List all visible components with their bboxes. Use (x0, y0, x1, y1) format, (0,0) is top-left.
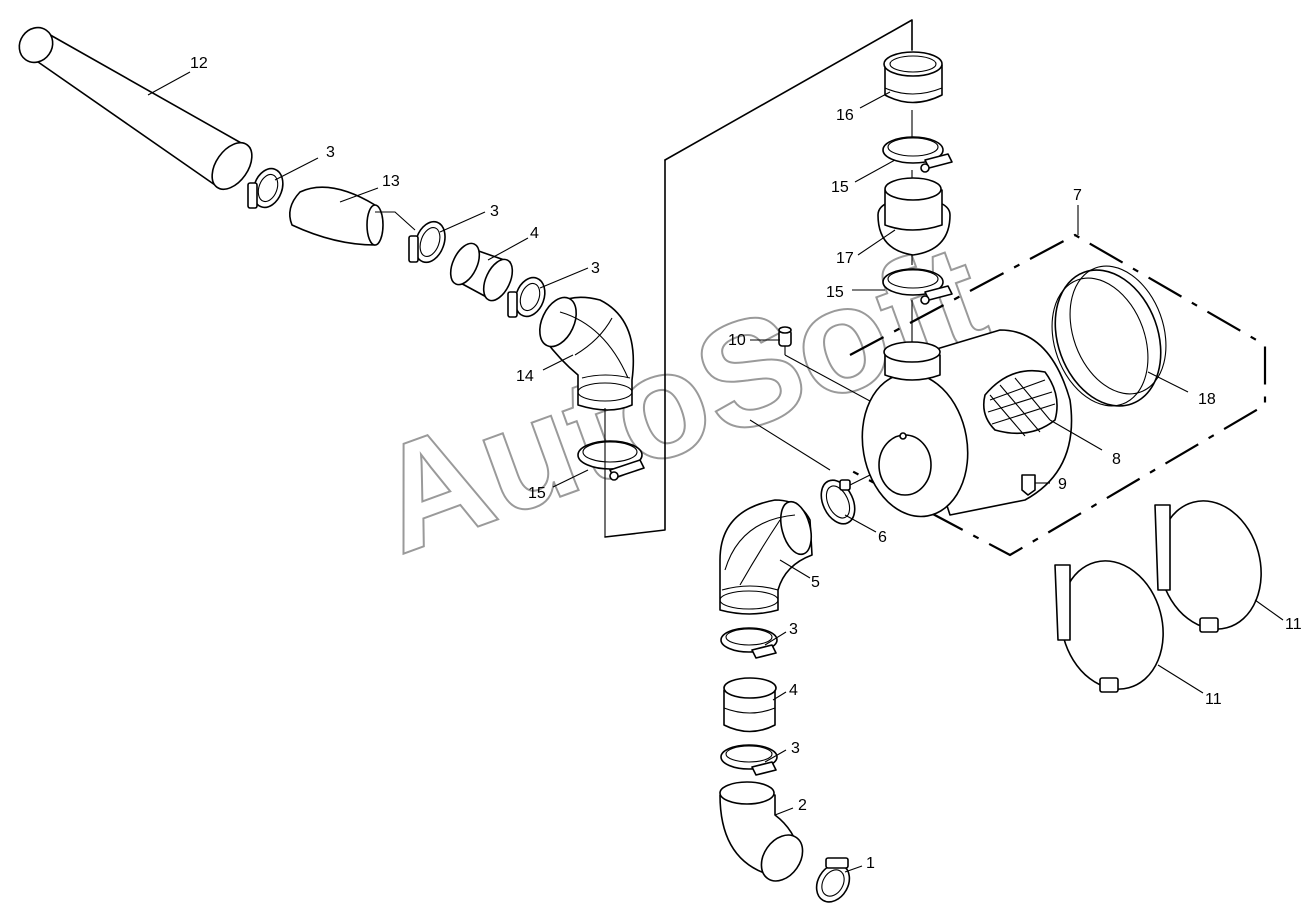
callout-10: 10 (728, 332, 746, 349)
callout-14: 14 (516, 368, 534, 385)
callout-9: 9 (1058, 476, 1067, 493)
callout-11: 11 (1205, 691, 1222, 708)
part-3-clamp-d (720, 627, 778, 659)
part-14-elbow (539, 296, 635, 411)
part-8-element-grid (982, 369, 1058, 437)
part-4-coupler-b (723, 677, 777, 733)
callout-3: 3 (791, 740, 800, 757)
callout-labels: 12 3 13 3 4 3 14 15 16 15 17 15 10 7 18 … (190, 55, 1302, 872)
callout-5: 5 (811, 574, 820, 591)
callout-3: 3 (490, 203, 499, 220)
callout-18: 18 (1198, 391, 1216, 408)
part-3-clamp-a (247, 167, 284, 209)
callout-15: 15 (831, 179, 849, 196)
part-9-valve (1021, 474, 1036, 496)
callout-3: 3 (326, 144, 335, 161)
callout-8: 8 (1112, 451, 1121, 468)
part-15-clamp-c (882, 268, 953, 305)
part-11-bracket-a (1154, 500, 1262, 633)
part-15-clamp-a (577, 440, 645, 481)
part-5-elbow (719, 499, 813, 615)
callout-15: 15 (528, 485, 546, 502)
part-3-clamp-e (720, 744, 778, 776)
callout-11: 11 (1285, 616, 1302, 633)
part-11-bracket-b (1054, 560, 1164, 693)
part-13-hose-elbow (289, 186, 416, 246)
part-1-clamp (815, 857, 851, 903)
callout-12: 12 (190, 55, 208, 72)
callout-3: 3 (789, 621, 798, 638)
callout-1: 1 (866, 855, 875, 872)
callout-16: 16 (836, 107, 854, 124)
part-18-cover (1051, 265, 1167, 407)
callout-4: 4 (789, 682, 798, 699)
part-3-clamp-b (408, 220, 446, 264)
leader-lines (147, 71, 1284, 873)
part-17-prefilter (877, 177, 951, 256)
part-6-clamp (820, 479, 856, 525)
callout-15: 15 (826, 284, 844, 301)
part-15-clamp-b (882, 136, 953, 173)
callout-2: 2 (798, 797, 807, 814)
connection-lines (604, 19, 913, 538)
callout-4: 4 (530, 225, 539, 242)
part-16-cap (883, 51, 943, 104)
part-3-clamp-c (507, 276, 546, 318)
callout-7: 7 (1073, 187, 1082, 204)
part-4-coupler-a (449, 242, 514, 302)
part-10-indicator (778, 326, 792, 347)
callout-6: 6 (878, 529, 887, 546)
callout-3: 3 (591, 260, 600, 277)
callout-17: 17 (836, 250, 854, 267)
part-2-elbow-hose (719, 781, 804, 882)
part-12-intake-pipe (18, 26, 253, 190)
callout-13: 13 (382, 173, 400, 190)
